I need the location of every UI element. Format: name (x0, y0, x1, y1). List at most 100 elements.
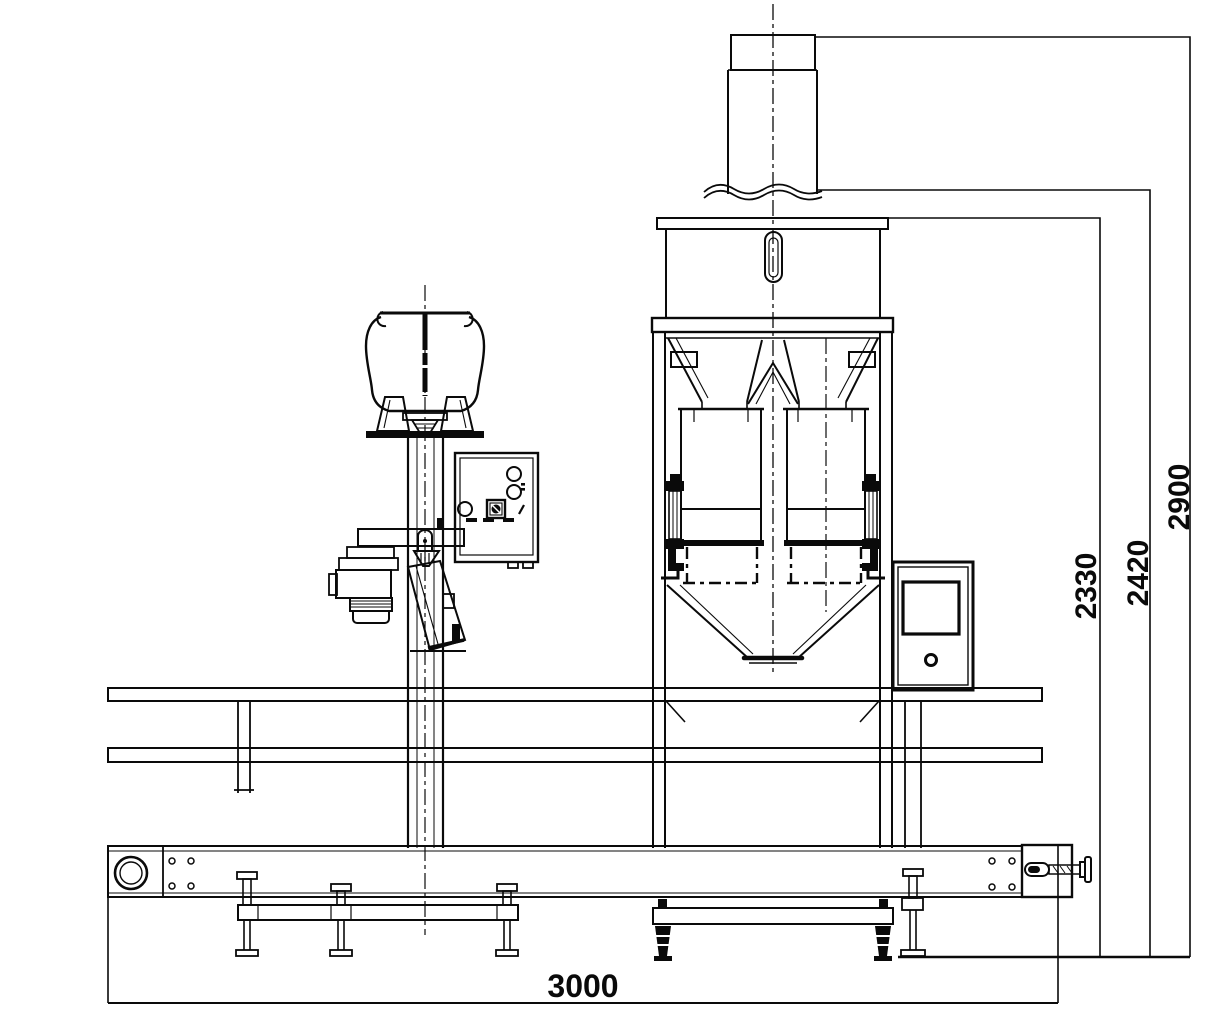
clamp-foot-left-inner (383, 399, 391, 429)
label-mark (483, 518, 494, 522)
bolt-hole (988, 883, 996, 891)
leveling-foot-4 (900, 868, 926, 957)
bolt-hole (168, 882, 176, 890)
motor-cup (352, 610, 390, 624)
selector-switch-inner (489, 502, 503, 516)
discharge-flap-right (787, 547, 865, 585)
hmi-screen (901, 580, 961, 636)
leveling-foot-1 (235, 871, 259, 957)
beam-sensor (437, 518, 443, 530)
chute-body (406, 559, 467, 652)
foot-stem (242, 878, 252, 906)
belt-tensioner (1020, 843, 1092, 899)
bag-outline (364, 315, 486, 413)
hmi-panel (891, 560, 975, 692)
motor-flange (346, 546, 395, 559)
label-mark (466, 518, 477, 522)
bolt-hole (187, 857, 195, 865)
actuator-link-foot (862, 563, 878, 571)
funnel-slope (797, 584, 880, 659)
infeed-pipe (703, 4, 823, 676)
frame-leg-left (652, 332, 666, 848)
label-mark (521, 483, 525, 486)
funnel-slope (746, 339, 763, 403)
bolt-hole (1008, 883, 1016, 891)
indicator-light-2 (506, 484, 522, 500)
leveling-foot-3 (495, 883, 519, 957)
chute-bracket (442, 593, 455, 609)
stand-foot-right (875, 926, 891, 956)
dimension-label-2900: 2900 (1163, 464, 1196, 531)
bag-hook-left (376, 311, 387, 328)
foot-stem (502, 890, 512, 906)
cross-beam (357, 528, 465, 547)
foot-bracket (901, 897, 924, 911)
funnel-slope-inner (679, 584, 754, 655)
fill-spout (412, 529, 441, 567)
spout-pin (423, 539, 427, 543)
motor-flange2 (338, 557, 399, 571)
label-mark (503, 518, 514, 522)
drive-motor (328, 546, 399, 624)
spout-body (417, 529, 433, 552)
platform-upper-rail (107, 687, 1043, 702)
foot-flange (902, 868, 924, 877)
actuator-link (870, 549, 878, 567)
actuator-link-foot (668, 563, 684, 571)
control-box (453, 451, 540, 569)
hmi-enclosure (891, 560, 975, 692)
foot-pad (235, 949, 259, 957)
stand-bolt (879, 899, 888, 908)
foot-stem (336, 890, 346, 906)
foot-flange (330, 883, 352, 892)
control-box-inner (459, 457, 534, 556)
splitter-cone (747, 361, 799, 405)
foot-pad (495, 949, 519, 957)
weigh-hopper-left (678, 407, 764, 546)
actuator-body (668, 490, 682, 540)
weigher-tower (650, 217, 895, 961)
screw-thread (1059, 865, 1066, 874)
conveyor-roller-inner (119, 861, 143, 885)
funnel-mount-left (661, 563, 680, 580)
actuator-body (864, 490, 878, 540)
hmi-button (924, 653, 938, 667)
actuator-bolt (670, 474, 681, 481)
clamp-base-plate (366, 431, 484, 438)
actuator-left (666, 474, 684, 571)
dimension-label-2420: 2420 (1122, 540, 1155, 607)
key-slot (518, 504, 525, 515)
pipe-break-line (703, 183, 823, 195)
bolt-holes-right (988, 857, 1016, 891)
inspection-slot-inner (768, 237, 779, 278)
foot-pad (900, 949, 926, 957)
actuator-right (862, 474, 880, 571)
bagging-station (328, 285, 540, 935)
platform-lower-rail (107, 747, 1043, 763)
platform-leg-left (234, 701, 254, 793)
dimension-lines: 2900 2420 2330 3000 (107, 36, 1196, 1004)
actuator-cap-bottom (862, 539, 880, 549)
conveyor-roller (113, 855, 149, 891)
actuator-link (668, 549, 676, 567)
box-foot (522, 561, 534, 569)
hopper-bottom-band (678, 540, 764, 546)
pipe-break-line-2 (703, 189, 823, 201)
stand-bar (652, 907, 894, 925)
foot-pad (654, 956, 672, 961)
chute-inner (415, 565, 439, 645)
motor-body (335, 569, 392, 599)
clamp-foot-left (375, 396, 411, 432)
spout-cone (412, 550, 441, 567)
bolt-holes-left (168, 857, 195, 890)
funnel-slope-inner (792, 584, 867, 655)
gusset-right (859, 700, 880, 723)
tensioner-slider (1028, 866, 1040, 873)
bolt-hole (988, 857, 996, 865)
screw-thread (1052, 865, 1059, 874)
foot-flange (236, 871, 258, 880)
clamp-foot-right (439, 396, 475, 432)
box-foot (507, 561, 519, 569)
foot-pad (329, 949, 353, 957)
